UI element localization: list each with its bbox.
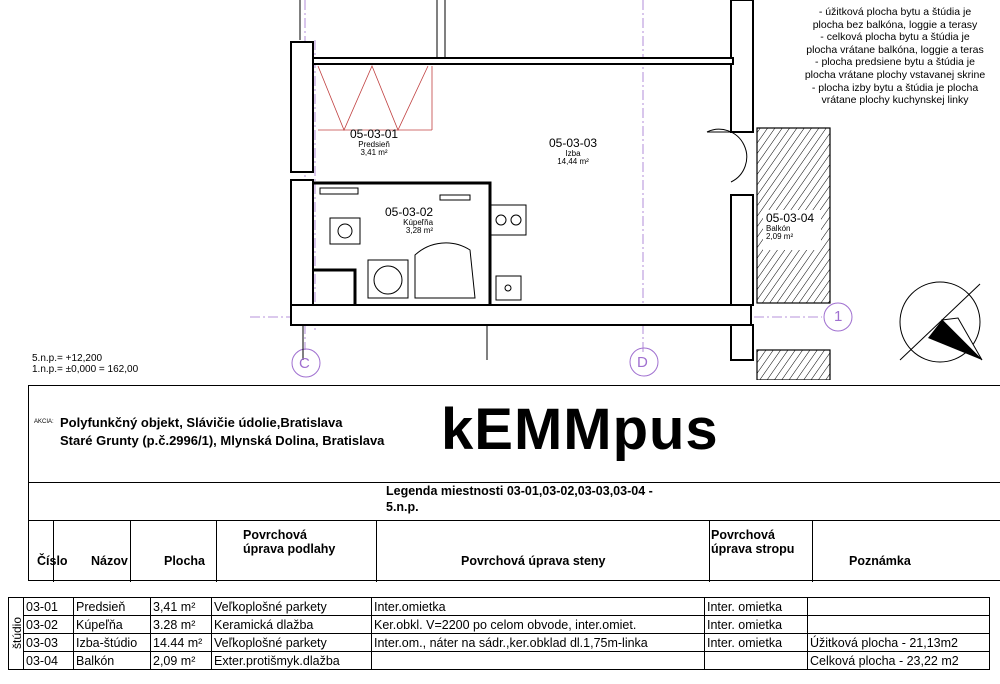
table-row: 03-04 Balkón 2,09 m² Exter.protišmyk.dla…: [9, 651, 990, 670]
header-steny: Povrchová úprava steny: [376, 520, 709, 582]
cell-steny: Inter.om., náter na sádr.,ker.obklad dl.…: [371, 633, 705, 652]
cell-strop: Inter. omietka: [704, 597, 808, 616]
cell-steny: [371, 651, 705, 670]
note-line: - celková plocha bytu a štúdia je: [820, 31, 970, 44]
area-notes: - úžitková plocha bytu a štúdia je ploch…: [790, 6, 1000, 107]
room-name: Izba: [565, 148, 581, 158]
table-row: 03-02 Kúpeľňa 3.28 m² Keramická dlažba K…: [9, 615, 990, 634]
header-plocha: Plocha: [130, 520, 216, 582]
cell-cislo: 03-01: [23, 597, 74, 616]
header-strop: Povrchová úprava stropu: [709, 520, 812, 582]
room-code: 05-03-01: [350, 127, 399, 141]
cell-plocha: 2,09 m²: [150, 651, 212, 670]
level-1np: 1.n.p.= ±0,000 = 162,00: [32, 364, 139, 375]
cell-poznamka: Úžitková plocha - 21,13m2: [807, 633, 990, 652]
table-row: 03-03 Izba-štúdio 14.44 m² Veľkoplošné p…: [9, 633, 990, 652]
header-text: Názov: [91, 554, 128, 568]
cell-poznamka: Celková plocha - 23,22 m2: [807, 651, 990, 670]
cell-nazov: Izba-štúdio: [73, 633, 151, 652]
cell-strop: [704, 651, 808, 670]
divider: [29, 520, 1000, 521]
table-row: 03-01 Predsieň 3,41 m² Veľkoplošné parke…: [8, 597, 990, 670]
axis-1-marker: [823, 302, 853, 332]
title-block: AKCIA: Polyfunkčný objekt, Slávičie údol…: [28, 385, 1000, 582]
axis-c-label: C: [299, 355, 310, 372]
cell-poznamka: [807, 615, 990, 634]
level-5np: 5.n.p.= +12,200: [32, 353, 103, 364]
room-name: Balkón: [766, 223, 791, 233]
room-label-02: 05-03-02 Kúpeľňa 3,28 m²: [385, 206, 433, 235]
room-code: 05-03-04: [766, 211, 815, 225]
cell-poznamka: [807, 597, 990, 616]
room-area: 3,28 m²: [405, 225, 434, 235]
cell-plocha: 3.28 m²: [150, 615, 212, 634]
project-line-2: Staré Grunty (p.č.2996/1), Mlynská Dolin…: [60, 433, 385, 448]
cell-cislo: 03-04: [23, 651, 74, 670]
header-text: Plocha: [164, 554, 205, 568]
akcia-label: AKCIA:: [34, 419, 54, 425]
project-line-1: Polyfunkčný objekt, Slávičie údolie,Brat…: [60, 415, 343, 430]
cell-cislo: 03-03: [23, 633, 74, 652]
cell-podlaha: Keramická dlažba: [211, 615, 372, 634]
header-text: úprava stropu: [711, 542, 795, 556]
axis-d-marker: [629, 347, 659, 377]
note-line: plocha vrátane plochy vstavanej skrine: [804, 68, 986, 81]
group-cell: [8, 597, 24, 670]
note-line: - plocha predsiene bytu a štúdia je: [815, 56, 975, 69]
note-line: vrátane plochy kuchynskej linky: [821, 94, 969, 107]
cell-cislo: 03-02: [23, 615, 74, 634]
cell-nazov: Kúpeľňa: [73, 615, 151, 634]
brand-logo: kEMMpus: [441, 397, 719, 462]
header-text: Povrchová úprava steny: [461, 554, 606, 568]
room-table: 03-01 Predsieň 3,41 m² Veľkoplošné parke…: [8, 597, 990, 670]
cell-steny: Inter.omietka: [371, 597, 705, 616]
header-nazov: Názov: [53, 520, 130, 582]
room-area: 2,09 m²: [766, 231, 794, 241]
header-podlaha: Povrchová úprava podlahy: [216, 520, 376, 582]
cell-strop: Inter. omietka: [704, 615, 808, 634]
cell-podlaha: Veľkoplošné parkety: [211, 633, 372, 652]
cell-plocha: 3,41 m²: [150, 597, 212, 616]
cell-podlaha: Exter.protišmyk.dlažba: [211, 651, 372, 670]
header-poznamka: Poznámka: [812, 520, 1000, 582]
header-text: Povrchová: [243, 528, 307, 542]
room-label-03: 05-03-03 Izba 14,44 m²: [549, 137, 597, 166]
north-arrow-icon: [899, 281, 983, 363]
room-name: Kúpeľňa: [403, 217, 434, 227]
legend-line-2: 5.n.p.: [386, 500, 419, 514]
room-label-01: 05-03-01 Predsieň 3,41 m²: [350, 128, 398, 157]
note-line: - úžitková plocha bytu a štúdia je: [818, 6, 972, 18]
header-text: Číslo: [37, 554, 68, 568]
room-code: 05-03-02: [385, 205, 434, 219]
room-label-04: 05-03-04 Balkón 2,09 m²: [766, 212, 814, 241]
header-text: Poznámka: [849, 554, 911, 568]
cell-plocha: 14.44 m²: [150, 633, 212, 652]
header-text: úprava podlahy: [243, 542, 336, 556]
cell-nazov: Balkón: [73, 651, 151, 670]
cell-nazov: Predsieň: [73, 597, 151, 616]
header-text: Povrchová: [711, 528, 775, 542]
level-heights: 5.n.p.= +12,200 1.n.p.= ±0,000 = 162,00: [32, 353, 138, 375]
room-name: Predsieň: [358, 139, 390, 149]
cell-strop: Inter. omietka: [704, 633, 808, 652]
note-line: plocha vrátane balkóna, loggie a teras: [806, 43, 984, 56]
legend-title: Legenda miestnosti 03-01,03-02,03-03,03-…: [386, 483, 653, 515]
legend-line-1: Legenda miestnosti 03-01,03-02,03-03,03-…: [386, 484, 653, 498]
note-line: - plocha izby bytu a štúdia je plocha: [811, 81, 979, 94]
axis-1-label: 1: [834, 308, 843, 325]
cell-steny: Ker.obkl. V=2200 po celom obvode, inter.…: [371, 615, 705, 634]
header-cislo: Číslo: [29, 520, 68, 582]
note-line: plocha bez balkóna, loggie a terasy: [812, 18, 978, 31]
axis-d-label: D: [637, 354, 648, 371]
room-area: 3,41 m²: [360, 147, 388, 157]
floor-plan-drawing: [250, 0, 983, 380]
room-area: 14,44 m²: [557, 156, 589, 166]
title-header: AKCIA: Polyfunkčný objekt, Slávičie údol…: [29, 386, 1000, 483]
axis-c-marker: [291, 348, 321, 378]
cell-podlaha: Veľkoplošné parkety: [211, 597, 372, 616]
room-code: 05-03-03: [549, 136, 598, 150]
